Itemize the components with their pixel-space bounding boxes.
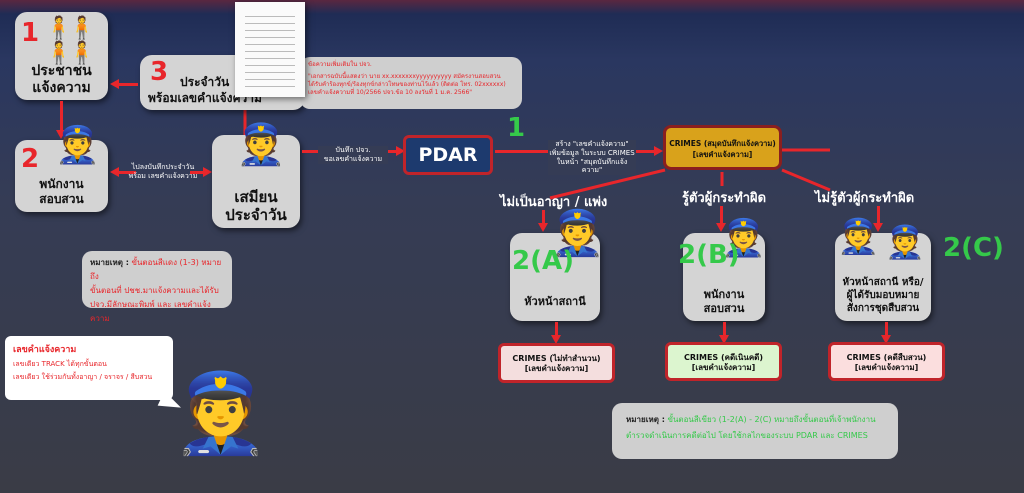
police-officer-icon: 👮 — [55, 125, 100, 166]
citizen-label-2: แจ้งความ — [32, 80, 91, 96]
arrow — [873, 206, 883, 232]
step-number: 2(C) — [943, 233, 1004, 263]
role-label: หัวหน้าสถานี หรือ/ — [842, 277, 924, 288]
police-officer-icon: 👮 — [721, 218, 766, 259]
pdar-box: PDAR — [403, 135, 493, 175]
edge-label: บันทึก ปจว.ขอเลขคำแจ้งความ — [318, 146, 388, 164]
role-label: หัวหน้าสถานี — [524, 295, 586, 308]
crimes-output-b: CRIMES (คดีเนินคดี)[เลขคำแจ้งความ] — [665, 342, 782, 381]
investigator-box: 2 👮 พนักงาน สอบสวน — [15, 125, 108, 212]
clerk-box: 👮 เสมียน ประจำวัน — [212, 122, 300, 228]
branch-a-box: 👮 หัวหน้าสถานี — [510, 208, 605, 321]
branch-condition: ไม่รู้ตัวผู้กระทำผิด — [815, 191, 915, 206]
green-steps-note: หมายเหตุ : ขั้นตอนสีเขียว (1-2(A) - 2(C)… — [612, 403, 898, 459]
clerk-label: เสมียน — [234, 188, 278, 206]
crimes-output-c: CRIMES (คดีสืบสวน)[เลขคำแจ้งความ] — [828, 342, 945, 381]
citizen-box: 1 🧍🧍🧍🧍 ประชาชน แจ้งความ — [15, 12, 108, 100]
report-number-callout: เลขคำแจ้งความ เลขเดียว TRACK ได้ทุกขั้นต… — [5, 336, 173, 400]
branch-condition: ไม่เป็นอาญา / แพ่ง — [500, 195, 608, 210]
role-label-2: ผู้ได้รับมอบหมาย — [846, 290, 920, 301]
branch-condition: รู้ตัวผู้กระทำผิด — [682, 191, 767, 206]
investigator-label: พนักงาน — [39, 177, 84, 191]
people-icon: 🧍🧍🧍🧍 — [45, 16, 96, 66]
clerk-label-2: ประจำวัน — [225, 206, 287, 224]
daily-log-label-2: พร้อมเลขคำแจ้งความ — [148, 91, 262, 105]
arrow — [719, 322, 729, 344]
arrow — [538, 210, 548, 232]
branch-c-box: 👮 👮 หัวหน้าสถานี หรือ/ ผู้ได้รับมอบหมาย … — [835, 217, 931, 321]
arrow — [881, 322, 891, 344]
daily-log-note: ข้อความเพิ่มเติมใน ปจว. "เอกสารฉบับนี้แส… — [300, 57, 522, 109]
red-steps-note: หมายเหตุ : ขั้นตอนสีแดง (1-3) หมายถึง ขั… — [82, 251, 232, 323]
branch-b-box: 👮 พนักงาน สอบสวน — [683, 218, 766, 321]
police-officer-icon: 👮 — [236, 122, 286, 168]
police-chief-icon: 👮 — [550, 208, 605, 259]
crimes-box: CRIMES (สมุดบันทึกแจ้งความ)[เลขคำแจ้งควา… — [663, 125, 782, 170]
step-number: 2 — [21, 144, 40, 174]
step-number: 2(A) — [512, 246, 574, 276]
edge-label: ไปลงบันทึกประจำวันพร้อม เลขคำแจ้งความ — [128, 163, 198, 180]
police-chief-icon: 👮 — [837, 217, 880, 257]
step-number: 1 — [21, 18, 40, 48]
edge-label: สร้าง "เลขคำแจ้งความ"เพิ่มข้อมูล ในระบบ … — [548, 140, 636, 175]
step-number: 1 — [507, 113, 526, 143]
document-image — [235, 2, 305, 97]
arrow — [190, 167, 212, 177]
arrow — [110, 79, 138, 89]
role-label-2: สอบสวน — [703, 302, 745, 315]
investigator-label-2: สอบสวน — [39, 192, 84, 206]
citizen-label: ประชาชน — [31, 63, 92, 79]
role-label: พนักงาน — [703, 288, 745, 301]
police-officer-figure: 👮 — [172, 369, 270, 459]
police-officer-icon: 👮 — [885, 223, 925, 261]
crimes-output-a: CRIMES (ไม่ทำสำนวน)[เลขคำแจ้งความ] — [498, 343, 615, 383]
arrow — [551, 322, 561, 344]
step-number: 3 — [150, 57, 169, 87]
arrow — [56, 101, 66, 139]
arrow — [716, 206, 726, 232]
arrow — [110, 167, 136, 177]
daily-log-label: ประจำวัน — [180, 75, 230, 89]
role-label-3: สั่งการชุดสืบสวน — [846, 303, 920, 314]
step-number: 2(B) — [678, 240, 740, 270]
